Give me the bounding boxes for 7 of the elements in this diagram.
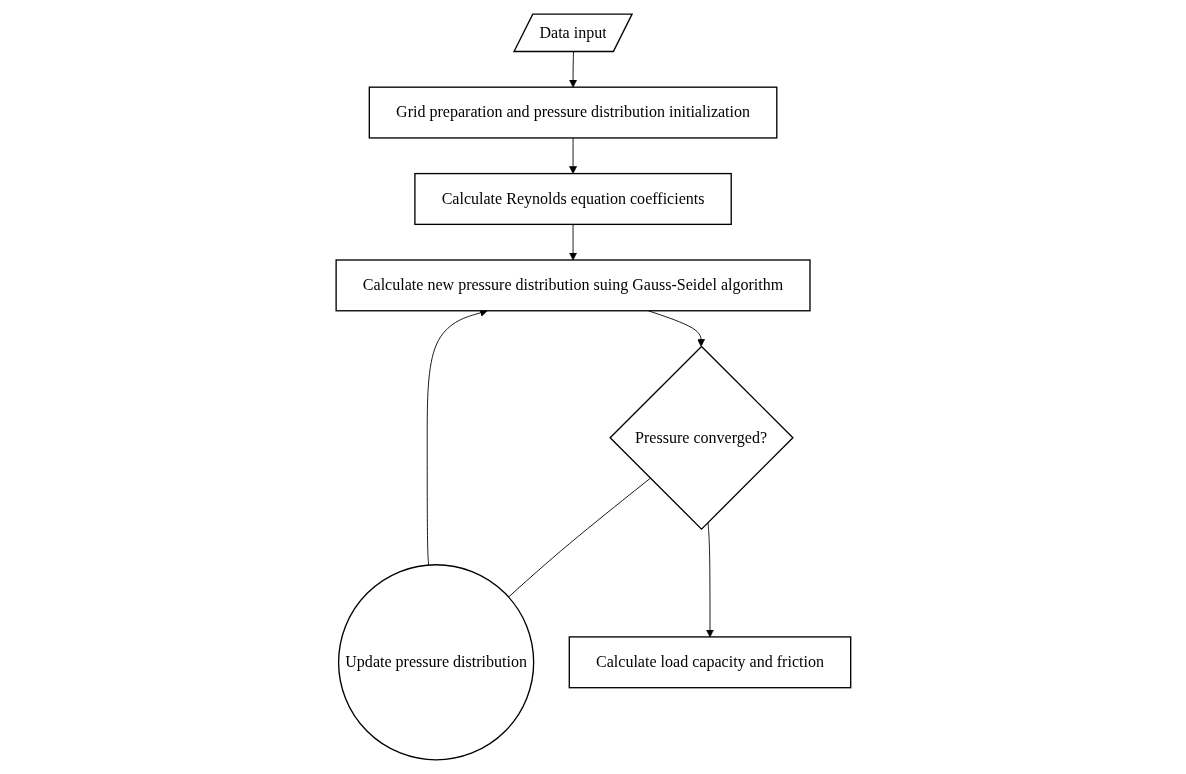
node-box: Calculate new pressure distribution suing Gauss-Seidel algorithm [335, 259, 811, 312]
node-box: Calculate load capacity and friction [568, 636, 851, 689]
node-box: Grid preparation and pressure distribution initialization [368, 86, 778, 139]
node-circle: Update pressure distribution [337, 564, 534, 761]
node-box: Calculate Reynolds equation coefficients [413, 172, 732, 226]
connector [507, 477, 651, 598]
node-diamond: Pressure converged? [608, 345, 794, 531]
